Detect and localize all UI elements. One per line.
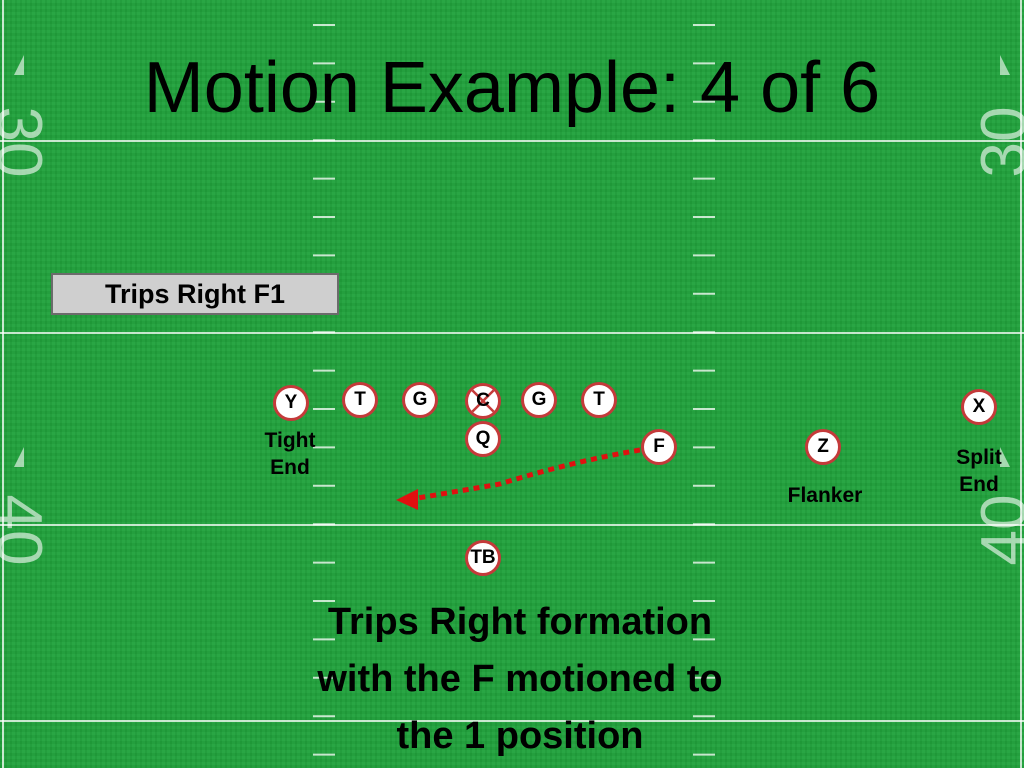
slide-title: Motion Example: 4 of 6: [143, 48, 881, 128]
center-cross-mark: [470, 388, 496, 414]
player-tailback: TB: [465, 540, 501, 576]
player-z: Z: [805, 429, 841, 465]
player-tackle-left: T: [342, 382, 378, 418]
yard-arrow-top-right: [1000, 55, 1010, 75]
player-tackle-right: T: [581, 382, 617, 418]
yard-arrow-top-left: [14, 55, 24, 75]
player-y: Y: [273, 385, 309, 421]
formation-label-box: Trips Right F1: [51, 273, 339, 315]
player-guard-left: G: [402, 382, 438, 418]
player-center: C: [465, 383, 501, 419]
motion-line: [417, 447, 641, 501]
formation-label: Trips Right F1: [104, 278, 285, 309]
yard-arrow-bottom-left: [14, 447, 24, 467]
yard-arrow-bottom-right: [1000, 447, 1010, 467]
player-quarterback: Q: [465, 421, 501, 457]
label-flanker: Flanker: [787, 484, 863, 507]
motion-arrowhead: [396, 489, 418, 510]
player-f: F: [641, 429, 677, 465]
player-x: X: [961, 389, 997, 425]
player-guard-right: G: [521, 382, 557, 418]
caption: Trips Right formation with the F motione…: [317, 601, 723, 757]
